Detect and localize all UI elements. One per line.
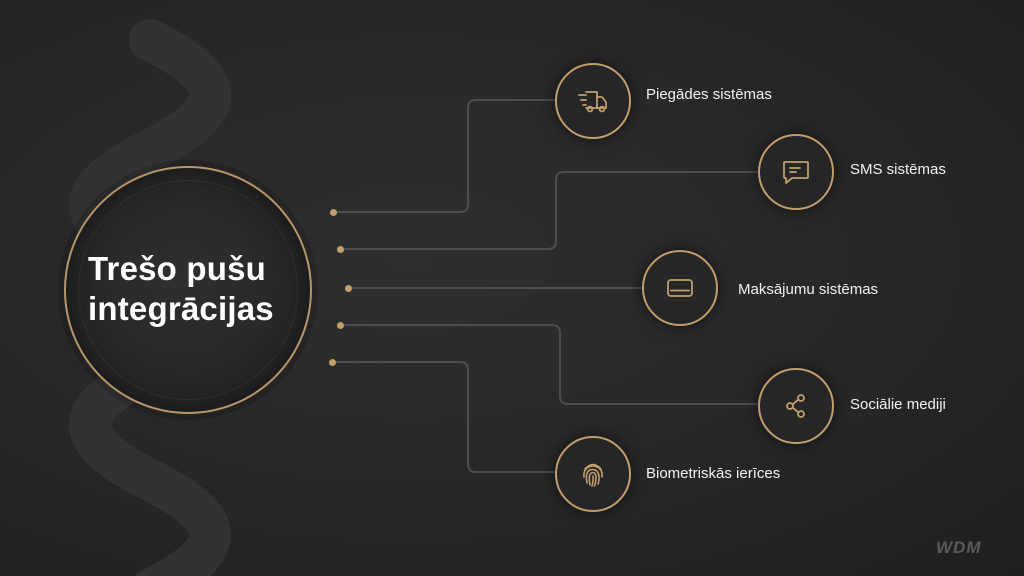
node-social-media <box>758 368 834 444</box>
node-biometric-devices <box>555 436 631 512</box>
chat-message-icon <box>783 161 809 184</box>
connector-delivery <box>336 99 556 213</box>
connector-sms <box>342 171 758 250</box>
fingerprint-icon <box>583 463 603 487</box>
node-label-payment: Maksājumu sistēmas <box>738 281 879 298</box>
connector-dot-sms <box>337 246 344 253</box>
hub-title-line2: integrācijas <box>88 290 274 327</box>
central-hub-circle <box>64 166 312 414</box>
hub-title: Trešo pušu integrācijas <box>88 249 318 329</box>
connector-social <box>342 324 758 405</box>
node-label-delivery: Piegādes sistēmas <box>646 86 772 103</box>
node-delivery-systems <box>555 63 631 139</box>
share-icon <box>786 394 805 418</box>
connector-dot-biometric <box>329 359 336 366</box>
wdm-logo: WDM <box>936 538 982 557</box>
payment-card-icon <box>667 279 693 297</box>
node-label-social: Sociālie mediji <box>850 396 946 413</box>
hub-inner-ring <box>78 180 298 400</box>
connector-dot-social <box>337 322 344 329</box>
connector-dot-payment <box>345 285 352 292</box>
connector-biometric <box>334 361 556 473</box>
node-label-biometric: Biometriskās ierīces <box>646 465 781 482</box>
node-payment-systems <box>642 250 718 326</box>
connector-dot-delivery <box>330 209 337 216</box>
hub-title-line1: Trešo pušu <box>88 250 267 287</box>
node-label-sms: SMS sistēmas <box>850 161 946 178</box>
node-sms-systems <box>758 134 834 210</box>
delivery-truck-icon <box>578 91 607 113</box>
